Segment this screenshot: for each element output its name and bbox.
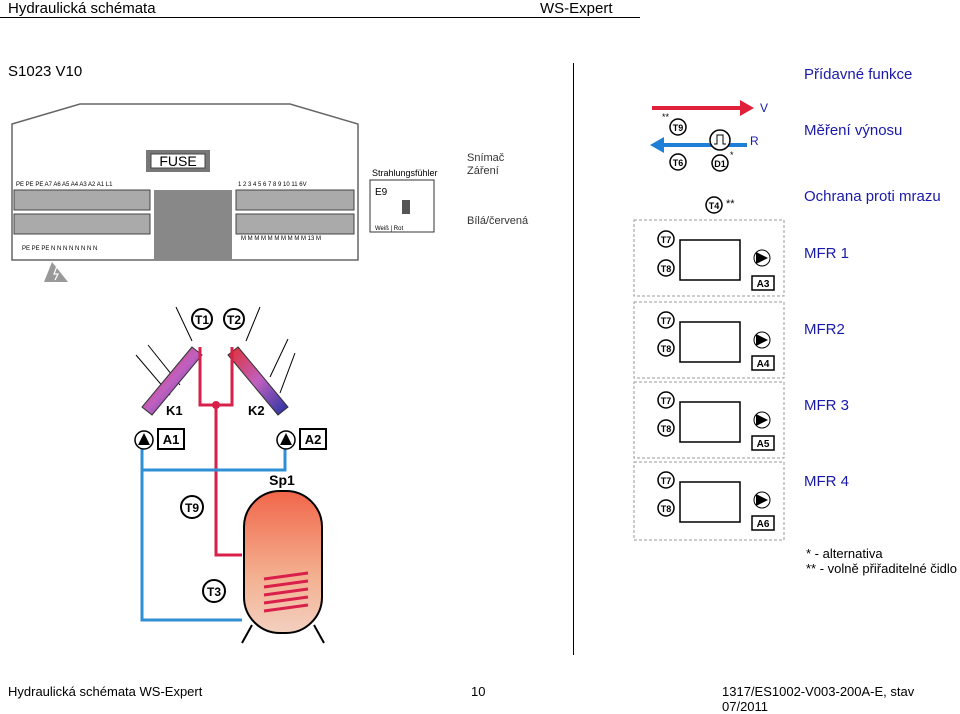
label-pridavne: Přídavné funkce [804,66,913,83]
sun-ray [175,306,193,342]
mfr2-t7: T7 [661,316,672,326]
mfr1-t7: T7 [661,235,672,245]
sensor-t9-icon [669,118,687,136]
collector-k1-label: K1 [166,403,183,418]
legend-line1: * - alternativa [806,546,883,561]
top-right-terminals: 1 2 3 4 5 6 7 8 9 10 11 6V [238,182,307,188]
pump-a1-label: A1 [163,432,180,447]
label-mfr3: MFR 3 [804,397,849,414]
controller-device: FUSE PE PE PE A7 A6 A5 A4 A3 A2 A1 L1 1 … [11,103,438,282]
label-t6: T6 [673,158,684,168]
label-t4: T4 [709,201,720,211]
legend-line2: ** - volně přiřaditelné čidlo [806,561,958,576]
mfr4-t8: T8 [661,504,672,514]
collector-k2-label: K2 [248,403,265,418]
mfr1-a3: A3 [757,279,770,290]
function-blocks: V R T9 T6 D1 * ** T4 ** T7 T8 A3 T7 T8 A… [633,100,785,541]
footer-page-number: 10 [471,684,486,699]
mfr3-t8: T8 [661,424,672,434]
sensor-t4-icon [705,196,723,214]
radiation-sensor [402,200,410,214]
return-pipe-a2 [142,440,287,472]
storage-tank [243,490,323,634]
top-left-terminals: PE PE PE A7 A6 A5 A4 A3 A2 A1 L1 [16,182,113,188]
strahlung-label: Strahlungsfühler [372,168,438,178]
header-divider [0,17,640,18]
sensor-t2-label: T2 [227,313,241,327]
mfr3-block: T7 T8 A5 [633,381,785,459]
model-title: S1023 V10 [8,63,83,80]
flow-pipe [198,347,234,407]
weiss-rot-label: Weiß | Rot [375,226,403,232]
mfr1-block: T7 T8 A3 [633,219,785,297]
mfr2-block: T7 T8 A4 [633,301,785,379]
mfr4-a6: A6 [757,519,770,530]
bottom-left-terminals: PE PE PE N N N N N N N N [22,246,97,252]
sun-ray [269,338,289,378]
sensor-note: Snímač Záření [467,152,504,178]
label-ochrana: Ochrana proti mrazu [804,188,941,205]
fuse-label: FUSE [159,153,196,169]
sensor-note-line1: Snímač [467,152,505,164]
footer-title: Hydraulická schémata WS-Expert [8,684,203,699]
label-mfr1: MFR 1 [804,245,849,262]
label-t9: T9 [673,123,684,133]
tank-sp1-label: Sp1 [269,472,295,488]
label-d1: D1 [714,159,726,169]
return-pipe [140,440,242,622]
header-product: WS-Expert [540,0,613,17]
legend: * - alternativa ** - volně přiřaditelné … [806,546,957,576]
sensor-t6-icon [669,153,687,171]
sensor-t9-label: T9 [185,501,199,515]
mfr3-a5: A5 [757,439,770,450]
mfr1-t8: T8 [661,264,672,274]
sensor-t9-icon [180,495,204,519]
sensor-t2-icon [223,308,245,330]
mfr2-a4: A4 [757,359,770,370]
label-dstar: ** [662,112,670,122]
footer-doc-id: 1317/ES1002-V003-200A-E, stav 07/2011 [722,684,915,714]
vertical-divider [573,63,574,655]
label-t4-dstar: ** [726,198,735,210]
label-v: V [760,101,768,115]
label-r: R [750,134,759,148]
flow-pipe-tank [214,405,242,557]
mfr4-block: T7 T8 A6 [633,461,785,541]
pulse-meter-icon [709,129,731,151]
sensor-d1-icon [711,154,729,172]
warning-icon [44,262,68,282]
label-mfr4: MFR 4 [804,473,849,490]
mfr3-t7: T7 [661,396,672,406]
e9-label: E9 [375,187,388,198]
label-mereni: Měření výnosu [804,122,903,139]
solar-schematic: T1 T2 K1 K2 A1 A2 T9 T3 Sp1 [134,306,327,644]
wire-note: Bílá/červená [467,215,529,227]
sensor-t1-icon [191,308,213,330]
sensor-t3-icon [202,579,226,603]
sensor-t3-label: T3 [207,585,221,599]
sensor-note-line2: Záření [467,165,499,177]
header-title: Hydraulická schémata [8,0,156,17]
pump-a2-label: A2 [305,432,322,447]
label-star: * [730,150,734,160]
sensor-t1-label: T1 [195,313,209,327]
label-mfr2: MFR2 [804,321,845,338]
sun-ray [279,352,296,394]
mfr2-t8: T8 [661,344,672,354]
sun-ray [245,306,261,342]
bottom-right-terminals: M M M M M M M M M M 13 M [241,236,321,242]
mfr4-t7: T7 [661,476,672,486]
